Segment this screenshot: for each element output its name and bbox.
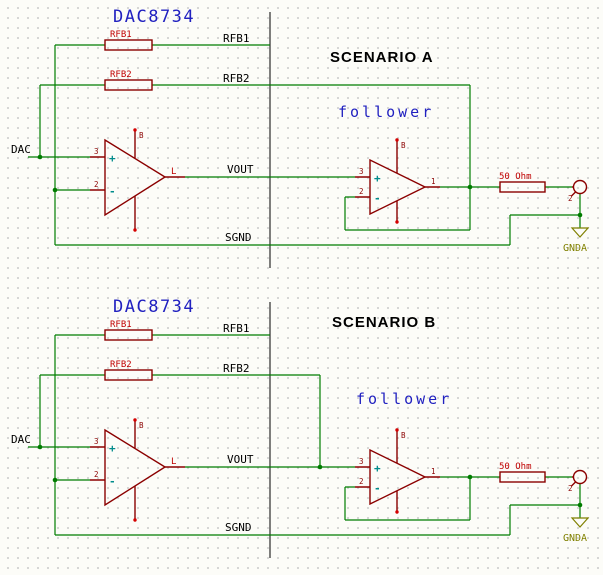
- opamp-follower-b: [355, 428, 440, 514]
- scenario-b-block: DAC8734 SCENARIO B follower RFB1 RFB2 50…: [11, 297, 590, 558]
- amp1-pin-out-a: L: [171, 167, 176, 177]
- wire-layer-a: [28, 44, 581, 246]
- ground-symbol-a: [570, 227, 590, 238]
- connector-pin-b: 2: [568, 484, 573, 493]
- amp2-pin-minus-a: 2: [359, 187, 364, 196]
- resistor-50ohm-a: [499, 181, 546, 193]
- ref-50ohm-b: 50 Ohm: [499, 462, 532, 472]
- net-label-dac-b: DAC: [11, 433, 31, 446]
- resistor-rfb2-b: [104, 369, 153, 381]
- opamp-dac-b: [90, 418, 185, 522]
- scenario-title-b: SCENARIO B: [332, 314, 436, 331]
- net-label-rfb1-b: RFB1: [223, 322, 250, 335]
- resistor-50ohm-b: [499, 471, 546, 483]
- amp2-pin-plus-a: 3: [359, 167, 364, 176]
- connector-b: [571, 469, 588, 487]
- amp1-pin-minus-b: 2: [94, 470, 99, 479]
- follower-label-a: follower: [338, 103, 434, 121]
- amp1-plus-sign-b: +: [109, 442, 116, 455]
- amp1-plus-sign-a: +: [109, 152, 116, 165]
- ref-50ohm-a: 50 Ohm: [499, 172, 532, 182]
- ref-rfb1-b: RFB1: [110, 320, 132, 330]
- amp1-minus-sign-a: -: [109, 185, 116, 198]
- amp2-pin-power-b: B: [401, 431, 406, 440]
- amp1-pin-plus-a: 3: [94, 147, 99, 156]
- resistor-rfb1-a: [104, 39, 153, 51]
- connector-pin-a: 2: [568, 194, 573, 203]
- net-label-rfb1-a: RFB1: [223, 32, 250, 45]
- resistor-rfb1-b: [104, 329, 153, 341]
- chip-title-a: DAC8734: [113, 7, 195, 27]
- amp1-pin-minus-a: 2: [94, 180, 99, 189]
- amp2-minus-sign-b: -: [374, 482, 381, 495]
- ref-rfb2-b: RFB2: [110, 360, 132, 370]
- amp2-pin-minus-b: 2: [359, 477, 364, 486]
- net-label-vout-a: VOUT: [227, 163, 254, 176]
- amp2-pin-power-a: B: [401, 141, 406, 150]
- amp1-pin-out-b: L: [171, 457, 176, 467]
- net-label-rfb2-b: RFB2: [223, 362, 250, 375]
- net-label-dac-a: DAC: [11, 143, 31, 156]
- opamp-follower-a: [355, 138, 440, 224]
- amp2-minus-sign-a: -: [374, 192, 381, 205]
- amp2-pin-out-b: 1: [431, 467, 436, 476]
- follower-label-b: follower: [356, 390, 452, 408]
- net-label-gnda-a: GNDA: [563, 243, 587, 254]
- amp2-plus-sign-a: +: [374, 172, 381, 185]
- ref-rfb1-a: RFB1: [110, 30, 132, 40]
- amp1-pin-plus-b: 3: [94, 437, 99, 446]
- amp2-plus-sign-b: +: [374, 462, 381, 475]
- amp2-pin-out-a: 1: [431, 177, 436, 186]
- amp2-pin-plus-b: 3: [359, 457, 364, 466]
- wire-layer-b: [28, 334, 581, 536]
- amp1-minus-sign-b: -: [109, 475, 116, 488]
- ref-rfb2-a: RFB2: [110, 70, 132, 80]
- connector-a: [571, 179, 588, 197]
- scenario-a-block: DAC8734 SCENARIO A follower RFB1 RFB2 50…: [11, 7, 590, 268]
- resistor-rfb2-a: [104, 79, 153, 91]
- net-label-sgnd-b: SGND: [225, 521, 252, 534]
- net-label-vout-b: VOUT: [227, 453, 254, 466]
- scenario-title-a: SCENARIO A: [330, 49, 434, 66]
- opamp-dac-a: [90, 128, 185, 232]
- junction-dots-b: [37, 444, 583, 508]
- junction-dots-a: [37, 154, 583, 218]
- net-label-rfb2-a: RFB2: [223, 72, 250, 85]
- net-label-sgnd-a: SGND: [225, 231, 252, 244]
- amp1-pin-power-b: B: [139, 421, 144, 430]
- amp1-pin-power-a: B: [139, 131, 144, 140]
- chip-title-b: DAC8734: [113, 297, 195, 317]
- net-label-gnda-b: GNDA: [563, 533, 587, 544]
- ground-symbol-b: [570, 517, 590, 528]
